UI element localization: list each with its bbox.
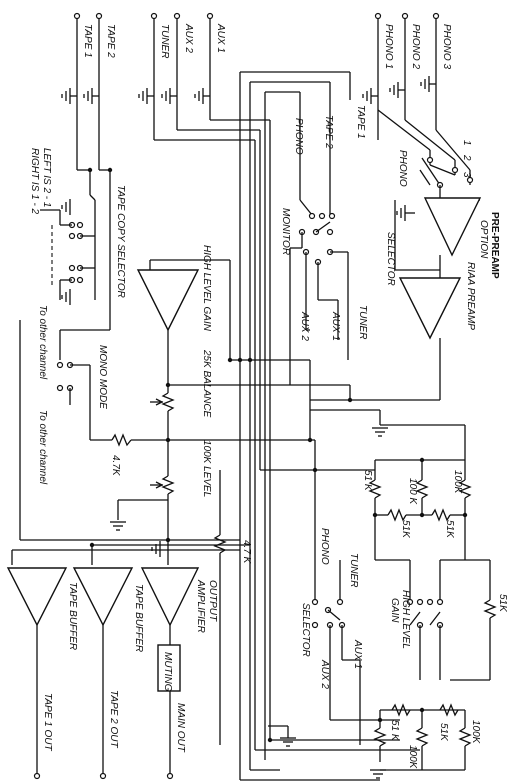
- resistor-100k-4: 100K: [470, 720, 481, 745]
- sel1-aux1-label: AUX 1: [330, 311, 341, 341]
- left-right-note-2: RIGHT IS 1 - 2: [29, 148, 40, 215]
- phono-sel-2: 2: [461, 154, 472, 161]
- muting-block: [157, 644, 181, 692]
- balance-potentiometer: [150, 385, 175, 440]
- to-other-channel-2: To other channel: [37, 410, 48, 485]
- tape2-out-label: TAPE 2 OUT: [108, 690, 119, 748]
- output-amplifier-label-2: AMPLIFIER: [195, 579, 206, 633]
- gain-amp-wiring: [149, 259, 350, 386]
- riaa-preamp-amplifier: [398, 277, 462, 340]
- resistor-4-7k-label-a: 4.7K: [110, 455, 121, 477]
- tape1-out-label: TAPE 1 OUT: [42, 693, 53, 751]
- input-jacks: [73, 12, 440, 170]
- tape-copy-selector-label: TAPE COPY SELECTOR: [115, 185, 126, 298]
- selector-2-label: SELECTOR: [300, 603, 311, 657]
- input-label-tape1: TAPE 1: [82, 24, 93, 58]
- resistor-51k-3: 51K: [444, 520, 455, 539]
- mono-mode-switch: [56, 329, 110, 440]
- high-level-gain-label: HIGH LEVEL GAIN: [201, 245, 212, 332]
- pre-preamp-option-label: OPTION: [478, 220, 489, 259]
- tape-copy-selector: [40, 169, 111, 330]
- phono-sel-1: 1: [461, 140, 472, 146]
- monitor-tape2-label: TAPE 2: [323, 115, 334, 149]
- monitor-phono-label: PHONO: [293, 118, 304, 155]
- tape2-buffer-amplifier: [72, 567, 134, 627]
- junctions: [87, 167, 468, 743]
- cross-wiring: [309, 338, 441, 471]
- resistor-4-7k-left: [90, 433, 315, 447]
- input-label-tape2: TAPE 2: [105, 24, 116, 58]
- muting-label: MUTING: [162, 652, 173, 692]
- tape-copy-ground-1: [61, 199, 71, 215]
- selector-1-label: SELECTOR: [385, 232, 396, 286]
- monitor-selector-wiring: [239, 71, 351, 780]
- riaa-label: RIAA PREAMP: [465, 262, 476, 330]
- sel1-aux2-label: AUX 2: [299, 311, 310, 341]
- input-label-phono3: PHONO 3: [441, 24, 452, 69]
- selector-2-ground: [268, 725, 296, 747]
- monitor-label: MONITOR: [280, 208, 291, 255]
- resistor-51k-4: 51K: [497, 594, 508, 613]
- input-grounds: [61, 76, 436, 104]
- level-label: 100K LEVEL: [201, 440, 212, 497]
- phono-sel-label: PHONO: [397, 150, 408, 187]
- input-label-phono1: PHONO 1: [383, 24, 394, 69]
- tape-copy-ground-2: [61, 289, 71, 305]
- input-selector-1-wiring: [154, 110, 379, 360]
- resistor-4-7k-label-b: 4.7 K: [241, 540, 252, 565]
- tape1-buffer-amplifier: [6, 567, 68, 627]
- phono-input-selector: [377, 109, 480, 201]
- resistor-51k-6: 51K: [438, 723, 449, 742]
- resistor-51k-2: 51K: [400, 520, 411, 539]
- pre-preamp-label: PRE-PREAMP: [489, 212, 500, 279]
- tape-buffer-b-label: TAPE BUFFER: [133, 584, 144, 652]
- resistor-100k-1: 100 K: [407, 478, 418, 505]
- resistor-51k-5: 51 K: [389, 720, 400, 742]
- input-selector-2-wiring: [240, 120, 420, 781]
- phono-sel-3: 3: [461, 172, 472, 178]
- output-amplifier-label-1: OUTPUT: [207, 580, 218, 622]
- resistor-51k-1: 51 K: [362, 470, 373, 492]
- tape-buffer-a-label: TAPE BUFFER: [67, 582, 78, 650]
- resistor-100k-2: 100K: [452, 470, 463, 495]
- input-label-aux1: AUX 1: [215, 23, 226, 53]
- balance-label: 25K BALANCE: [201, 349, 212, 418]
- main-out-label: MAIN OUT: [175, 703, 186, 753]
- high-level-gain-amplifier: [136, 269, 200, 332]
- high-level-gain-2-label: HIGH LEVEL: [400, 590, 411, 649]
- to-other-channel-1: To other channel: [37, 305, 48, 380]
- level-ground: [110, 521, 126, 531]
- output-amplifier: [140, 567, 200, 627]
- mono-mode-label: MONO MODE: [97, 345, 108, 409]
- sel1-tuner-label: TUNER: [357, 305, 368, 339]
- resistor-100k-3: 100K: [407, 745, 418, 770]
- input-label-phono2: PHONO 2: [410, 24, 421, 69]
- input-label-aux2: AUX 2: [183, 23, 194, 53]
- pre-preamp-amplifier: [423, 197, 482, 257]
- level-potentiometer: [117, 440, 175, 540]
- input-label-tuner: TUNER: [159, 24, 170, 58]
- high-level-gain-2-label-b: GAIN: [389, 598, 400, 623]
- monitor-tape1-label: TAPE 1: [355, 105, 366, 139]
- sel2-aux1-label: AUX 1: [352, 639, 363, 669]
- output-feed-wiring: [11, 320, 250, 565]
- resistor-network: [368, 424, 497, 779]
- sel2-tuner-label: TUNER: [348, 553, 359, 587]
- left-right-note-1: LEFT IS 2 - 1: [41, 148, 52, 207]
- sel2-aux2-label: AUX 2: [319, 659, 330, 689]
- output-amp-ground: [151, 541, 161, 557]
- sel2-phono-label: PHONO: [319, 528, 330, 565]
